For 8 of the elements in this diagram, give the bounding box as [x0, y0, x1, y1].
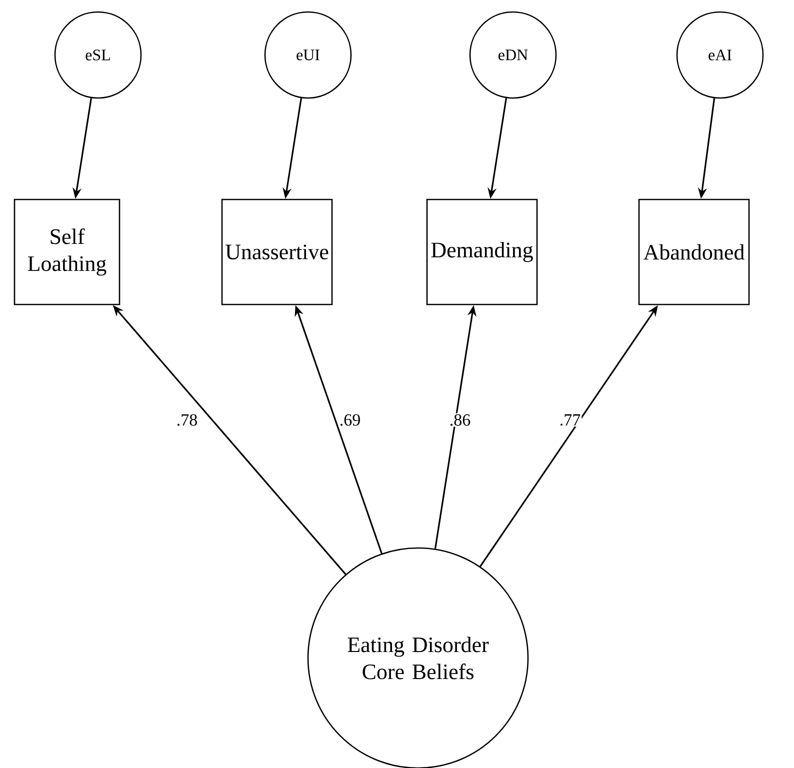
edge-label: .78 — [175, 413, 199, 427]
indicator-box: Demanding — [426, 198, 538, 306]
edge-label: .69 — [338, 413, 362, 427]
indicator-box: Self Loathing — [14, 198, 120, 306]
edge-label: .77 — [558, 413, 582, 427]
edge-label: .86 — [448, 413, 472, 427]
indicator-box: Unassertive — [221, 198, 333, 306]
indicator-box: Abandoned — [638, 198, 750, 306]
